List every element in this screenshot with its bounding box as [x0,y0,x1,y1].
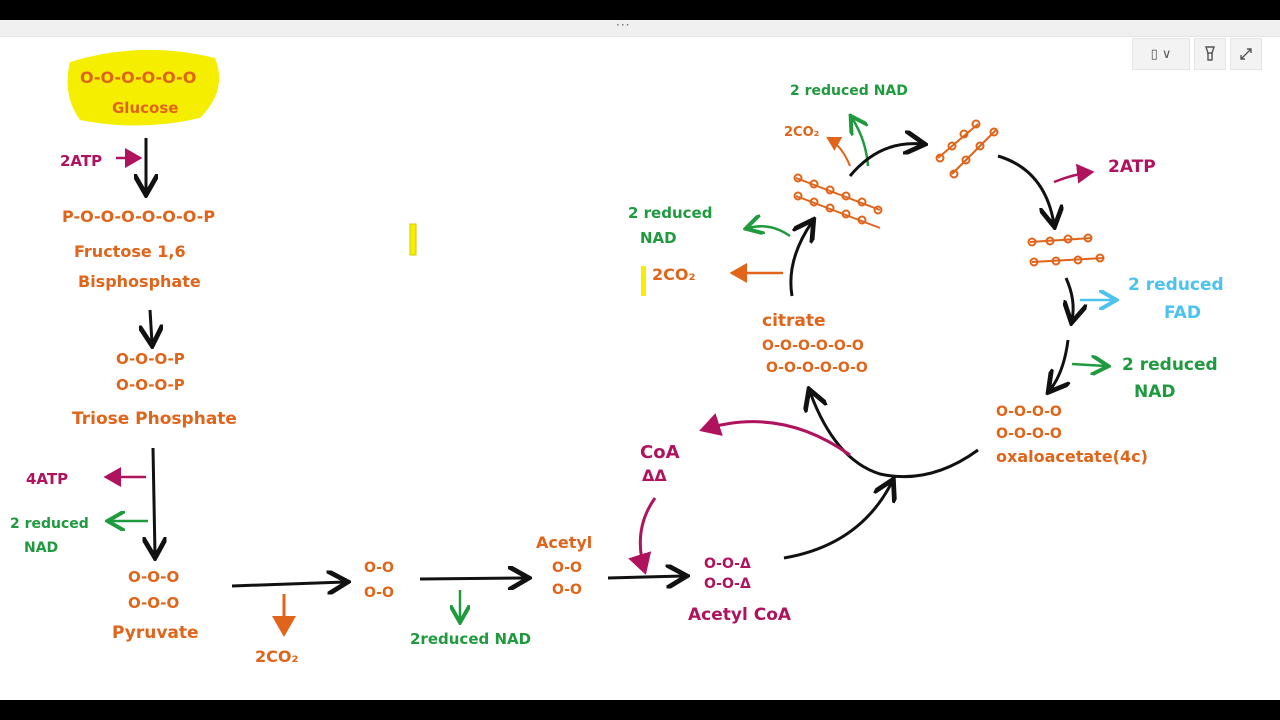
nad-glycolysis-line1: 2 reduced [10,516,89,532]
oxaloacetate-label: oxaloacetate(4c) [996,447,1148,466]
acetyl-chain-1: O-O [552,560,582,576]
arrow-triose-to-pyruvate [153,448,155,555]
four-carbon-molecule-top [937,121,998,178]
atp-k-label: 2ATP [1108,157,1156,177]
pyruvate-chain-1: O-O-O [128,568,179,586]
arrow-to-oxaloacetate [1050,340,1068,390]
pyruvate-chain-2: O-O-O [128,594,179,612]
coa-in-arrow [640,498,655,572]
fructose-label-line2: Bisphosphate [78,272,201,291]
acetylcoa-label: Acetyl CoA [688,605,792,625]
oxaloacetate-chain-1: O-O-O-O [996,404,1062,420]
nad-k2-label: 2 reduced NAD [790,83,908,99]
arrow-oxaloacetate-to-citrate [810,392,978,477]
coa-symbol: ΔΔ [642,466,667,485]
highlight-mark-co2 [641,266,646,296]
nad-k3-line1: 2 reduced [1122,355,1218,375]
acetylcoa-chain-1: O-O-Δ [704,556,751,572]
arrow-citrate-to-5c [791,222,812,296]
acetyl-chain-2: O-O [552,582,582,598]
triose-chain-1: O-O-O-P [116,350,185,368]
arrow-4c-to-fad-step [1066,278,1073,320]
glucose-label: Glucose [112,99,178,117]
fad-k-line1: 2 reduced [1128,275,1224,295]
nad-k3-arrow [1072,364,1106,366]
arrow-5c-to-4c [850,144,922,176]
five-carbon-molecule [795,175,882,229]
co2-k1-label: 2CO₂ [652,265,695,284]
citrate-chain-1: O-O-O-O-O-O [762,338,864,354]
whiteboard-window: ··· ▯ ∨ [0,20,1280,700]
citrate-label: citrate [762,311,826,331]
citrate-chain-2: O-O-O-O-O-O [766,360,868,376]
fad-k-line2: FAD [1164,303,1201,323]
pyruvate-label: Pyruvate [112,623,199,643]
nad-k1-arrow [748,226,790,236]
oxaloacetate-chain-2: O-O-O-O [996,426,1062,442]
arrow-fructose-to-triose [150,310,152,343]
atp-out-label: 4ATP [26,470,68,488]
atp-in-label: 2ATP [60,152,102,170]
coa-label: CoA [640,442,680,463]
arrow-pyruvate-to-link [232,582,345,586]
co2-link-label: 2CO₂ [255,647,298,666]
triose-chain-2: O-O-O-P [116,376,185,394]
nad-k1-line2: NAD [640,229,677,247]
arrow-4c-to-4c-right [998,156,1054,224]
four-carbon-molecule-right [1029,235,1105,266]
co2-k2-arrow [828,138,850,166]
arrow-acetylcoa-to-cycle [784,482,892,558]
arrow-link-to-acetyl [420,578,526,579]
highlight-mark [410,224,416,255]
nad-link-label: 2reduced NAD [410,630,531,648]
triose-label: Triose Phosphate [72,409,237,429]
nad-glycolysis-line2: NAD [24,540,58,556]
glucose-chain: O-O-O-O-O-O [80,68,196,87]
acetyl-label: Acetyl [536,533,592,552]
nad-k3-line2: NAD [1134,382,1176,402]
acetylcoa-chain-2: O-O-Δ [704,576,751,592]
atp-k-arrow [1054,172,1092,182]
acetyl-pre-chain-2: O-O [364,585,394,601]
arrow-acetyl-to-acetylcoa [608,576,684,578]
fructose-chain: P-O-O-O-O-O-O-P [62,207,215,226]
diagram-canvas[interactable]: O-O-O-O-O-O Glucose 2ATP P-O-O-O-O-O-O-P… [0,20,1280,700]
acetyl-pre-chain-1: O-O [364,560,394,576]
co2-k2-label: 2CO₂ [784,125,819,140]
fructose-label-line1: Fructose 1,6 [74,242,186,261]
coa-release-arrow [702,422,850,455]
nad-k1-line1: 2 reduced [628,204,712,222]
